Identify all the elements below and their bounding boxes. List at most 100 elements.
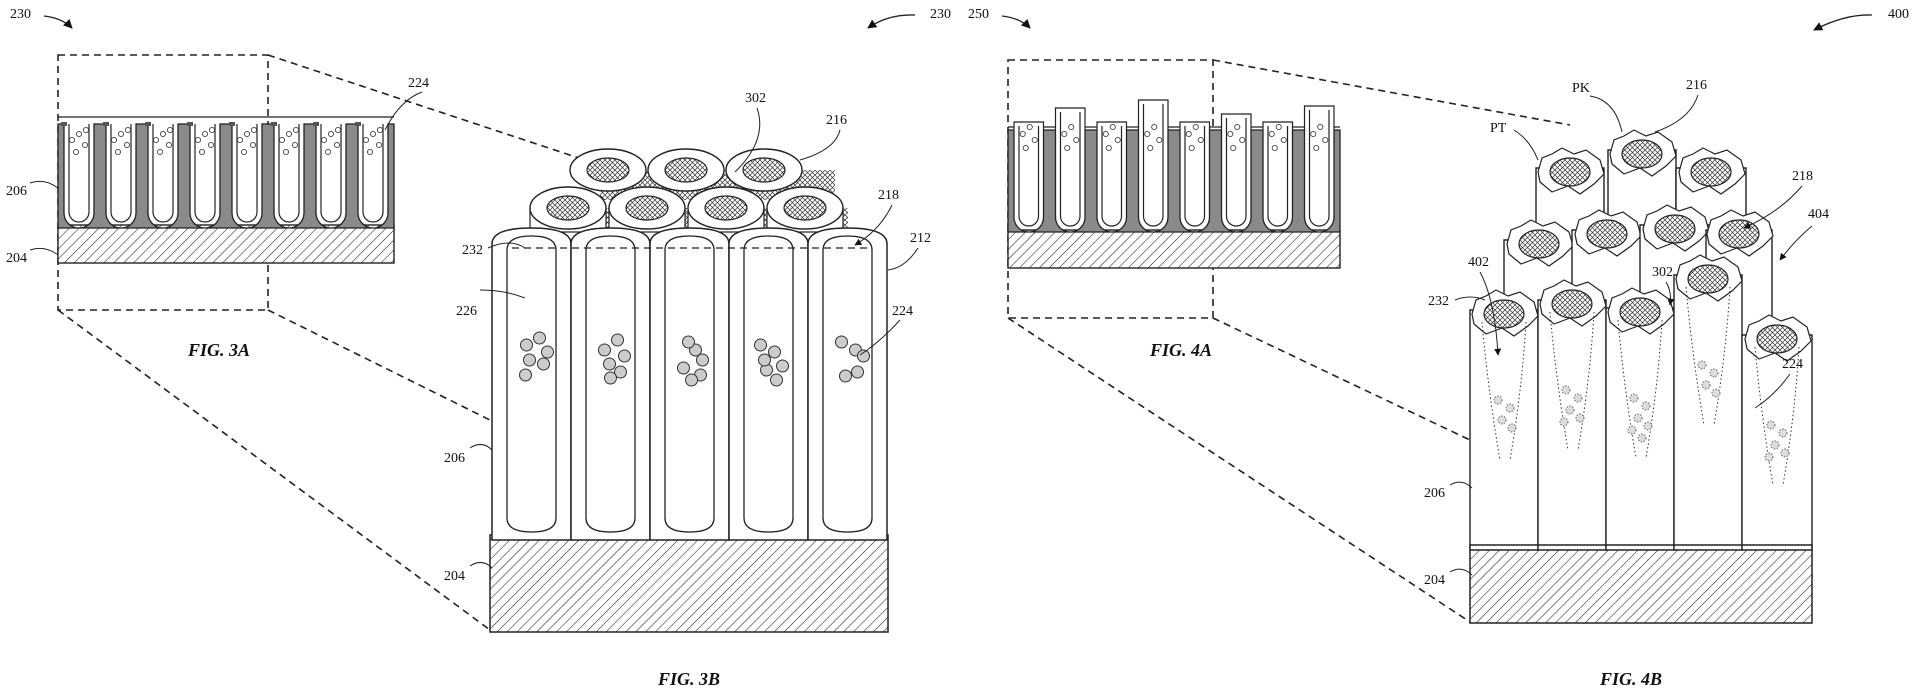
ref-PK-4b: PK xyxy=(1572,81,1590,96)
leader-204-3a xyxy=(29,247,59,256)
fig-3a-particle xyxy=(333,141,341,149)
ref-250-4a-arrow xyxy=(1001,15,1031,29)
fig-3a-pore xyxy=(362,124,384,223)
fig-3b-back-tube-pore xyxy=(586,157,630,183)
fig-4b-dotted-cone xyxy=(1549,311,1595,451)
fig-4a-particle xyxy=(1185,130,1192,138)
ref-206-3a: 206 xyxy=(6,184,27,199)
fig-4b-front-tube-pore xyxy=(1483,299,1525,329)
fig-4a-pore xyxy=(1142,104,1164,227)
fig-4a-particle xyxy=(1268,130,1275,138)
fig-4b-front-tube-pore xyxy=(1619,297,1661,327)
fig-3a-pore xyxy=(110,124,132,223)
ref-218-4b: 218 xyxy=(1792,169,1813,184)
leader-204-4b xyxy=(1449,568,1473,576)
fig-4a-particle xyxy=(1188,144,1195,152)
fig-3a-substrate xyxy=(57,224,395,264)
fig-4a-oxide-layer xyxy=(1007,129,1341,233)
fig-3b-mid-tube-pore xyxy=(625,195,669,221)
fig-4a-particle xyxy=(1313,144,1320,152)
leader-218-4b xyxy=(1743,185,1803,229)
fig-4a-particle xyxy=(1114,136,1121,144)
fig-3a-wall-top xyxy=(355,122,361,126)
fig-4b-particle xyxy=(1629,393,1639,403)
fig-3a-particle xyxy=(123,141,131,149)
fig-4b-particle xyxy=(1778,428,1788,438)
fig-3a-wall-top xyxy=(61,122,67,126)
fig-4b-particle xyxy=(1565,405,1575,415)
leader-302-4b xyxy=(1665,281,1675,306)
fig-4a-projection-bottom xyxy=(1007,317,1471,623)
ref-206-3b: 206 xyxy=(444,451,465,466)
fig-3a-particle xyxy=(156,148,164,156)
fig-4a-particle xyxy=(1239,136,1246,144)
fig-3a-wall-top xyxy=(271,122,277,126)
fig-4b-particle xyxy=(1493,395,1503,405)
fig-4b-dotted-cone xyxy=(1685,286,1731,426)
fig-3b-mid-tube-pore xyxy=(704,195,748,221)
fig-3a-particle xyxy=(198,148,206,156)
fig-3a-particle xyxy=(376,126,384,134)
fig-4b-front-tube-pore xyxy=(1551,289,1593,319)
fig-4a-particle xyxy=(1061,130,1068,138)
fig-4a-particle xyxy=(1192,123,1199,131)
ref-224-3a: 224 xyxy=(408,76,429,91)
fig-4b-front-tube-pore xyxy=(1687,264,1729,294)
fig-3a-pore xyxy=(68,124,90,223)
fig-3a-particle xyxy=(249,141,257,149)
ref-232-3b: 232 xyxy=(462,243,483,258)
ref-204-3b: 204 xyxy=(444,569,465,584)
fig-3a-pore xyxy=(194,124,216,223)
fig-4b-particle xyxy=(1575,413,1585,423)
fig-3a-particle xyxy=(334,126,342,134)
ref-224-4b: 224 xyxy=(1782,357,1803,372)
fig-3a-particle xyxy=(240,148,248,156)
fig-3a-wall-top xyxy=(103,122,109,126)
fig-4a-pore xyxy=(1184,126,1206,227)
fig-3a-particle xyxy=(124,126,132,134)
fig-4b-particle xyxy=(1764,452,1774,462)
fig-4a-particle xyxy=(1317,123,1324,131)
fig-4b-particle xyxy=(1697,360,1707,370)
fig-3a-projection-bottom xyxy=(57,309,491,631)
fig-3b-particle xyxy=(770,373,783,387)
ref-226-3b: 226 xyxy=(456,304,477,319)
fig-3a-particle xyxy=(114,148,122,156)
fig-4b-front-tube-body xyxy=(1537,299,1607,551)
fig-3b-particle xyxy=(598,343,611,357)
fig-4b-dotted-cone xyxy=(1481,321,1527,461)
fig-4b-particle xyxy=(1573,393,1583,403)
fig-3a-particle xyxy=(362,136,370,144)
fig-3a-particle xyxy=(292,126,300,134)
ref-204-4b: 204 xyxy=(1424,573,1445,588)
fig-3a-particle xyxy=(82,126,90,134)
leader-224-4b xyxy=(1754,373,1791,409)
fig-3b-particle xyxy=(519,368,532,382)
fig-3a-oxide-layer xyxy=(57,123,395,229)
ref-402-4b: 402 xyxy=(1468,255,1489,270)
fig-3a-particle xyxy=(207,141,215,149)
fig-3b-particle xyxy=(523,353,536,367)
fig-3a-particle xyxy=(166,126,174,134)
fig-4a-projection-mid xyxy=(1212,317,1471,441)
leader-404-4b xyxy=(1779,225,1813,261)
fig-4a-particle xyxy=(1031,136,1038,144)
fig-3b-particle xyxy=(685,373,698,387)
fig-3b-particle xyxy=(604,371,617,385)
fig-4a-particle xyxy=(1227,130,1234,138)
leader-224-3b xyxy=(859,319,901,356)
fig-3b-tube-lumen xyxy=(822,235,873,533)
fig-3a-particle xyxy=(366,148,374,156)
fig-3a-particle xyxy=(327,130,335,138)
fig-3a-particle xyxy=(75,130,83,138)
leader-218-3b xyxy=(854,204,893,246)
ref-206-4b: 206 xyxy=(1424,486,1445,501)
fig-4b-substrate xyxy=(1469,544,1813,624)
leader-232-4b xyxy=(1454,296,1486,301)
ref-250-4a: 250 xyxy=(968,7,989,22)
fig-4a-particle xyxy=(1230,144,1237,152)
fig-4a-particle xyxy=(1102,130,1109,138)
fig-4a-particle xyxy=(1068,123,1075,131)
ref-232-4b: 232 xyxy=(1428,294,1449,309)
fig-4a-particle xyxy=(1026,123,1033,131)
